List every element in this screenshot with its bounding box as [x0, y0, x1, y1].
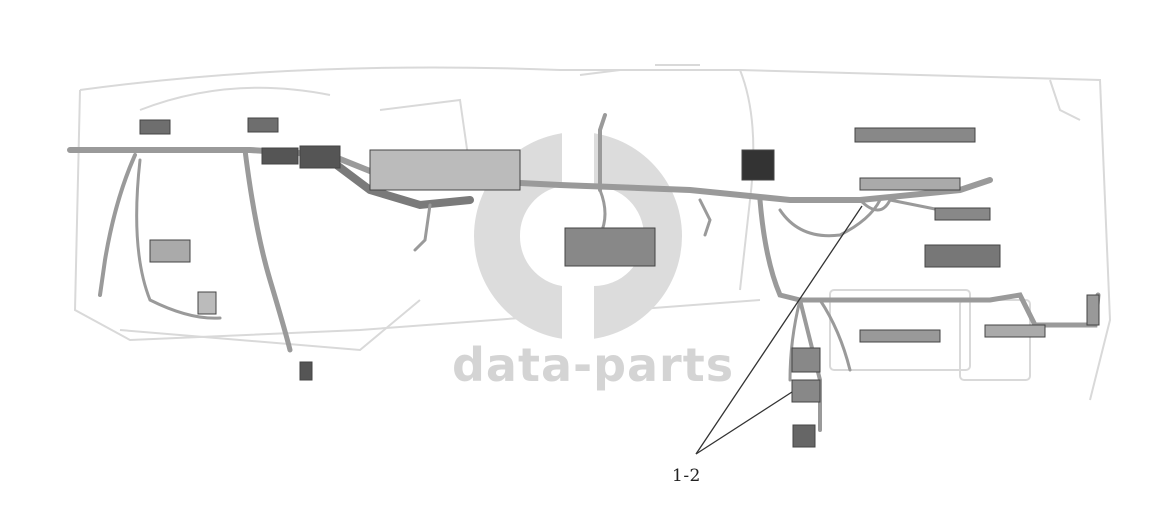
callout-leader-lines: [695, 205, 863, 455]
callout-label: 1-2: [672, 466, 701, 486]
main-harness-trunk: [67, 113, 1101, 432]
harness-connectors: [139, 117, 1100, 448]
watermark-text: data-parts: [452, 338, 735, 392]
